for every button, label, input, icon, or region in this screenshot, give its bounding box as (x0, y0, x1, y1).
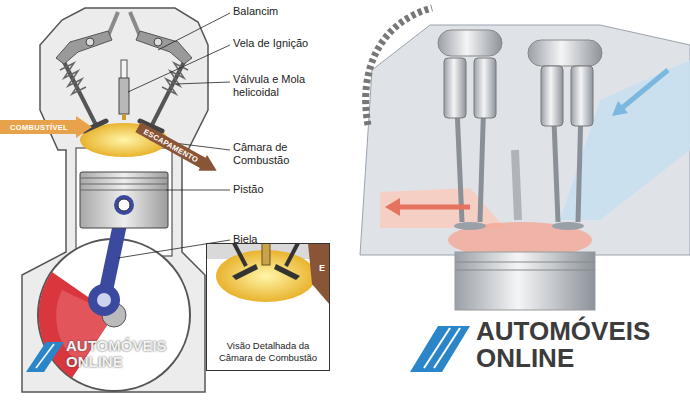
inset-background (206, 243, 330, 371)
inset-drawing (206, 243, 330, 371)
leader-line (166, 190, 230, 191)
node-text: COMBUSTÍVEL (10, 123, 68, 132)
camshaft (528, 40, 602, 66)
rod-small-end (114, 195, 134, 215)
rocker-pivot (154, 38, 162, 46)
part-label: Pistão (233, 183, 264, 196)
fuel-arrow: COMBUSTÍVEL (0, 116, 92, 138)
exhaust-valve-head (140, 121, 162, 131)
plug-tip (122, 114, 126, 120)
valve-spring (541, 66, 563, 126)
node-text: Visão Detalhada da Câmara de Combustão (214, 340, 322, 364)
push-rod (130, 12, 140, 36)
leader-line (128, 45, 230, 92)
cylinder-head (360, 25, 690, 255)
inset-exhaust (308, 243, 330, 305)
arrow-body (0, 116, 92, 138)
piston-ring (80, 190, 168, 191)
valve-head (552, 222, 584, 230)
leader-line (150, 140, 230, 150)
intake-flow-arrow (622, 70, 668, 108)
piston-ring (455, 270, 595, 271)
inset-arrow-text: E (319, 262, 325, 275)
valve-spring (571, 66, 593, 126)
watermark: AUTOMÓVEIS ONLINE (66, 338, 176, 370)
leader-line (158, 13, 230, 50)
piston-ring (80, 178, 168, 179)
valve-head (454, 222, 486, 230)
piston-ring (455, 262, 595, 263)
rocker-arm (56, 31, 112, 64)
inset-valve-head (274, 264, 300, 280)
inset-valve-stem (234, 243, 246, 266)
timing-chain (366, 8, 432, 125)
part-label: Balancim (233, 5, 278, 18)
exhaust-arrow: ESCAPAMENTO (134, 119, 221, 178)
part-label: Câmara de Combustão (233, 141, 293, 167)
node-text: ESCAPAMENTO (142, 127, 200, 164)
plug-insulator (121, 60, 127, 80)
piston (455, 252, 595, 310)
valve-spring (444, 58, 466, 118)
crank-pin (97, 293, 111, 307)
piston-pin (118, 199, 130, 211)
rod-big-end (88, 284, 120, 316)
leader-line (176, 82, 230, 84)
spark-plug (119, 78, 129, 114)
logo-stripe (434, 328, 460, 368)
spark-plug (515, 150, 518, 220)
exhaust-port (380, 188, 505, 228)
valve-spring (474, 58, 496, 118)
logo-mark (410, 326, 470, 372)
logo-stripe (36, 344, 54, 368)
brand-logo: AUTOMÓVEIS ONLINE (476, 318, 686, 372)
rocker-arm (136, 31, 192, 64)
inset-valve-head (232, 264, 258, 280)
piston-ring (80, 184, 168, 185)
intake-valve-stem (62, 58, 96, 125)
camshaft (438, 30, 502, 56)
part-label: Biela (233, 233, 257, 246)
engine-block (22, 8, 208, 392)
valve-spring (60, 63, 86, 94)
push-rod (108, 12, 118, 36)
arrow-body (134, 119, 221, 178)
intake-valve-head (84, 121, 106, 131)
part-label: Vela de Ignição (233, 37, 308, 50)
inset-valve-stem (286, 243, 298, 266)
arrow-shape (134, 119, 221, 178)
arrow-shape (0, 116, 92, 138)
piston (80, 172, 168, 228)
counterweight-shade (56, 290, 114, 364)
inset-spark-plug (262, 243, 270, 265)
exhaust-flow-arrow (398, 205, 470, 210)
rocker-pivot (86, 38, 94, 46)
valve-spring (162, 63, 188, 94)
part-label: Válvula e Mola helicoidal (233, 73, 308, 99)
arrow-head (385, 198, 400, 216)
arrow-head (612, 101, 628, 116)
detail-inset: Visão Detalhada da Câmara de Combustão (206, 243, 330, 371)
logo-mark (26, 342, 64, 372)
